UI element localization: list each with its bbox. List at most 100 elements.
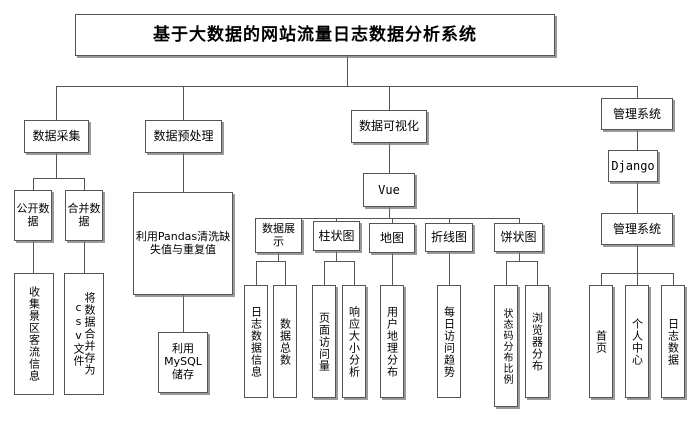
collection-stem — [56, 153, 57, 178]
drop-to-collection — [56, 86, 57, 120]
node-data-display[interactable]: 数据展示 — [255, 218, 302, 253]
node-label: 柱状图 — [318, 228, 355, 243]
drop-to-management — [637, 86, 638, 98]
pie-chart-stem — [519, 252, 520, 261]
node-label: 每日访问趋势 — [442, 305, 456, 378]
node-bar-chart[interactable]: 柱状图 — [313, 221, 360, 251]
line-chart-stem — [449, 252, 450, 285]
pandas-stem — [183, 295, 184, 332]
node-data-visualization[interactable]: 数据可视化 — [351, 110, 427, 143]
node-label: 利用Pandas清洗缺失值与重复值 — [135, 229, 231, 256]
trunk-vertical — [347, 56, 348, 86]
management-stem-3 — [637, 245, 638, 273]
node-map-chart[interactable]: 地图 — [369, 223, 415, 253]
bar-chart-drop-right — [354, 261, 355, 285]
leaf-home-page[interactable]: 首页 — [589, 285, 613, 398]
node-vue-framework[interactable]: Vue — [363, 173, 415, 207]
node-label: 日志数据 — [666, 317, 680, 366]
data-display-drop-left — [256, 261, 257, 285]
node-public-data[interactable]: 公开数据 — [14, 190, 52, 241]
node-label: 数据展示 — [262, 221, 295, 248]
public-data-stem — [33, 241, 34, 273]
leaf-page-views[interactable]: 页面访问量 — [312, 285, 336, 398]
leaf-status-code-distribution[interactable]: 状态码分布比例 — [494, 285, 518, 407]
drop-to-line-chart — [449, 218, 450, 223]
drop-to-pie-chart — [519, 218, 520, 224]
leaf-collect-scenic-flow-info[interactable]: 收集景区客流信息 — [14, 273, 54, 395]
data-display-split — [256, 261, 285, 262]
node-merge-data[interactable]: 合并数据 — [65, 190, 103, 241]
node-management-system-sub[interactable]: 管理系统 — [601, 213, 673, 245]
management-stem-1 — [637, 130, 638, 150]
data-display-stem — [278, 253, 279, 261]
collection-drop-left — [33, 178, 34, 190]
node-data-preprocess[interactable]: 数据预处理 — [145, 120, 222, 153]
drop-to-personal-center — [637, 273, 638, 285]
leaf-personal-center[interactable]: 个人中心 — [625, 285, 649, 398]
node-label: 收集景区客流信息 — [27, 286, 41, 382]
node-label: 饼状图 — [500, 230, 537, 245]
pie-chart-drop-left — [506, 261, 507, 285]
leaf-merge-to-csv[interactable]: 将数据合并存为csv文件 — [64, 273, 104, 395]
node-label: 合并数据 — [67, 201, 101, 228]
node-django-framework[interactable]: Django — [608, 150, 658, 182]
leaf-daily-visit-trend[interactable]: 每日访问趋势 — [437, 285, 461, 398]
node-data-collection[interactable]: 数据采集 — [24, 120, 89, 153]
diagram-title-box: 基于大数据的网站流量日志数据分析系统 — [75, 14, 555, 56]
node-label: 响应大小分析 — [347, 305, 361, 378]
drop-to-map-chart — [392, 218, 393, 223]
leaf-browser-distribution[interactable]: 浏览器分布 — [525, 285, 549, 398]
pie-chart-split — [506, 261, 537, 262]
leaf-response-size-analysis[interactable]: 响应大小分析 — [342, 285, 366, 398]
node-label: 地图 — [379, 230, 404, 245]
node-pie-chart[interactable]: 饼状图 — [494, 223, 543, 252]
trunk-horizontal — [56, 86, 637, 87]
node-management-system[interactable]: 管理系统 — [601, 98, 673, 130]
node-label: 公开数据 — [16, 201, 50, 228]
node-label: 首页 — [594, 329, 608, 354]
node-label: 个人中心 — [630, 317, 644, 366]
node-label: 数据总数 — [278, 317, 292, 366]
bar-chart-drop-left — [324, 261, 325, 285]
node-label: 将数据合并存为csv文件 — [72, 292, 96, 376]
node-label: 折线图 — [430, 230, 467, 245]
node-pandas-clean[interactable]: 利用Pandas清洗缺失值与重复值 — [133, 192, 233, 295]
page-title: 基于大数据的网站流量日志数据分析系统 — [153, 24, 477, 45]
node-label: 数据可视化 — [358, 119, 419, 134]
visualization-split — [278, 218, 519, 219]
collection-drop-right — [84, 178, 85, 190]
node-mysql-storage[interactable]: 利用MySQL储存 — [158, 332, 208, 393]
node-label: 管理系统 — [612, 221, 661, 236]
node-label: 日志数据信息 — [249, 305, 263, 378]
collection-split — [33, 178, 84, 179]
visualization-stem — [389, 143, 390, 173]
leaf-log-data-info[interactable]: 日志数据信息 — [244, 285, 268, 398]
pie-chart-drop-right — [537, 261, 538, 285]
bar-chart-split — [324, 261, 354, 262]
leaf-total-data-count[interactable]: 数据总数 — [273, 285, 297, 398]
node-line-chart[interactable]: 折线图 — [425, 223, 473, 252]
node-label: 浏览器分布 — [530, 311, 544, 372]
drop-to-preprocess — [183, 86, 184, 120]
bar-chart-stem — [336, 251, 337, 261]
drop-to-visualization — [389, 86, 390, 110]
management-stem-2 — [637, 182, 638, 213]
vue-stem — [389, 207, 390, 218]
drop-to-home — [601, 273, 602, 285]
merge-data-stem — [84, 241, 85, 273]
map-chart-stem — [392, 253, 393, 285]
node-label: 数据预处理 — [153, 129, 214, 144]
node-label: 状态码分布比例 — [501, 307, 512, 385]
node-label: 页面访问量 — [317, 311, 331, 372]
node-label: 管理系统 — [612, 106, 661, 121]
preprocess-stem — [183, 153, 184, 192]
data-display-drop-right — [285, 261, 286, 285]
node-label: 用户地理分布 — [385, 305, 399, 378]
node-label: 数据采集 — [32, 129, 81, 144]
leaf-log-data[interactable]: 日志数据 — [661, 285, 685, 398]
drop-to-bar-chart — [336, 218, 337, 222]
drop-to-log-data — [673, 273, 674, 285]
node-label: Django — [611, 158, 655, 173]
leaf-user-geo-distribution[interactable]: 用户地理分布 — [380, 285, 404, 398]
